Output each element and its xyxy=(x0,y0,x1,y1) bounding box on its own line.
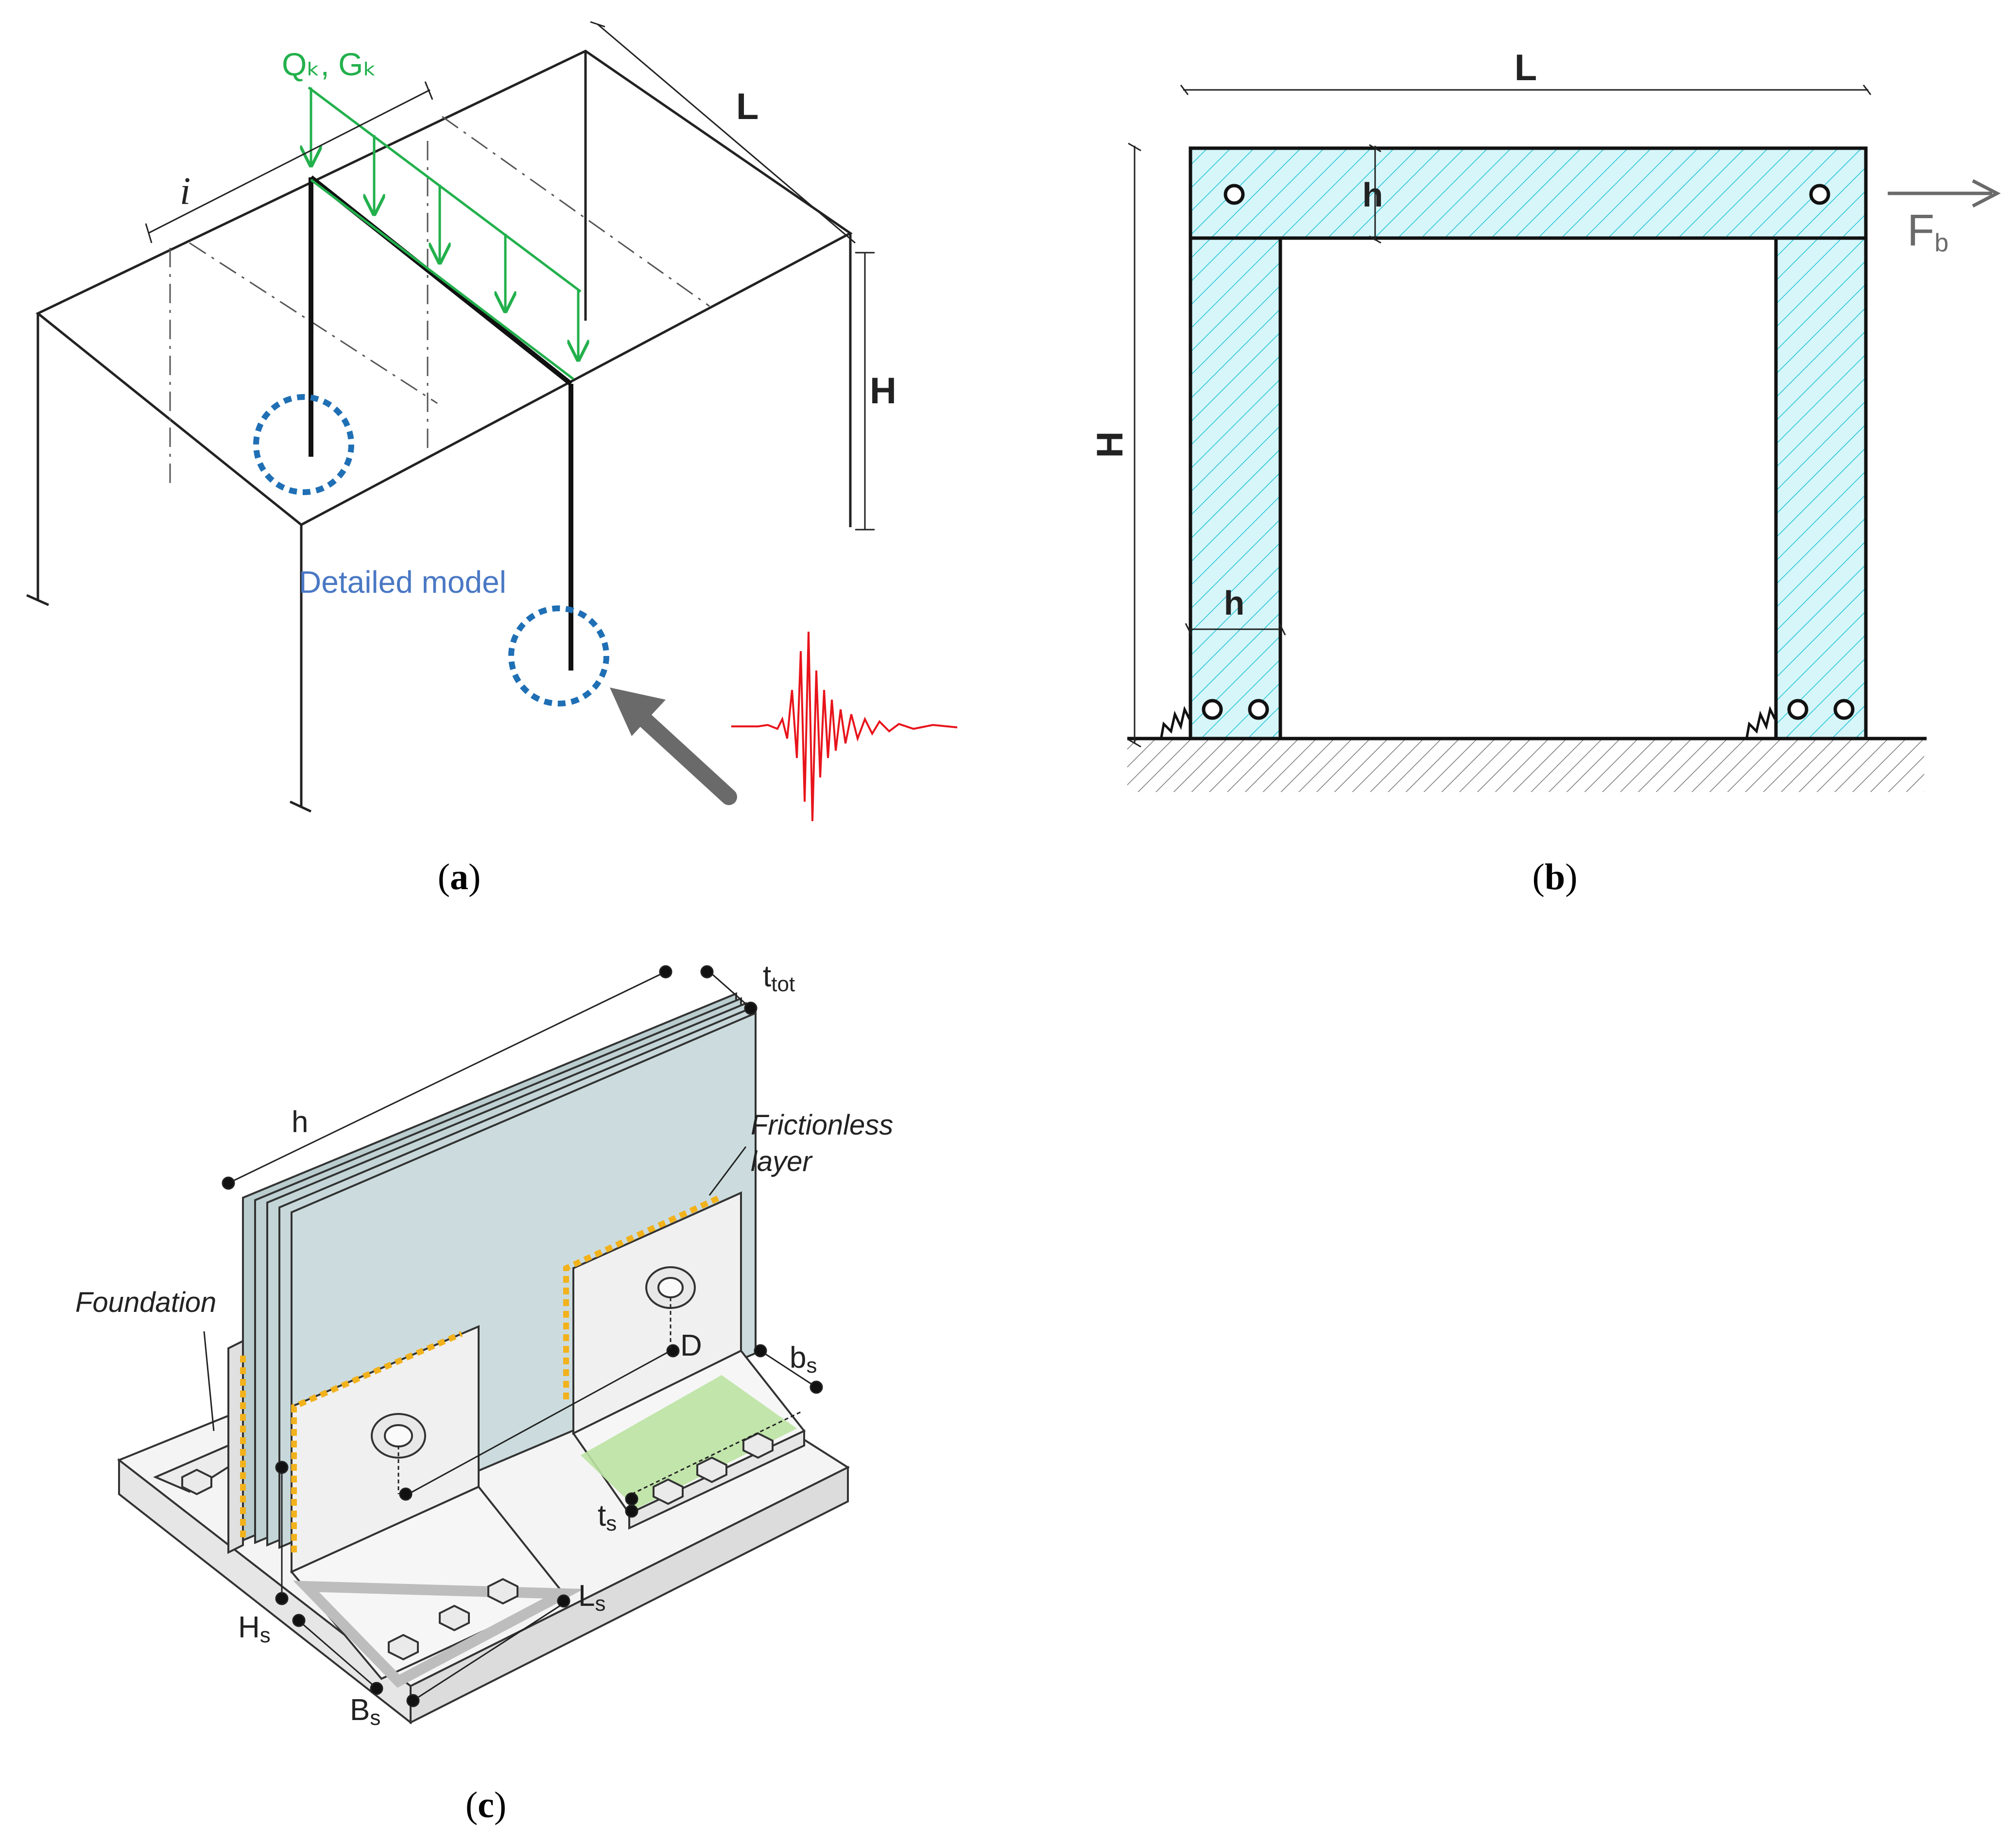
dim-H-label: H xyxy=(870,370,896,412)
dim-H-label: H xyxy=(1089,431,1131,458)
dim-i-label: i xyxy=(180,170,190,213)
angle-bracket-right xyxy=(572,1191,806,1530)
washer-right xyxy=(645,1266,696,1309)
dim-H xyxy=(1128,142,1141,748)
uniform-load-arrows xyxy=(309,86,581,380)
dim-L-label: L xyxy=(736,86,758,127)
bolt-hole xyxy=(1787,699,1809,720)
fixed-ground-hatch xyxy=(1127,739,1924,792)
foundation-block xyxy=(153,1339,244,1554)
bolt-hole xyxy=(1248,699,1269,720)
dotted-circle-callout-1 xyxy=(253,394,354,495)
frame-beam xyxy=(1189,146,1868,240)
dim-i xyxy=(145,81,433,243)
dim-h-beam-label: h xyxy=(1362,176,1383,214)
panel-b: L H h h Fb (b) xyxy=(1089,47,2001,897)
spring-support xyxy=(1745,706,1776,738)
label-L-s: Ls xyxy=(578,1579,605,1616)
label-frictionless: Frictionless xyxy=(751,1109,893,1141)
frame-column-right xyxy=(1774,236,1868,740)
ground-motion-arrow xyxy=(610,688,737,805)
frictionless-layer xyxy=(240,1195,721,1552)
caption-b: (b) xyxy=(1533,857,1578,897)
caption-c: (c) xyxy=(465,1785,506,1825)
label-layer: layer xyxy=(751,1146,813,1177)
label-D: D xyxy=(680,1329,702,1362)
bolt-icon xyxy=(181,1468,518,1661)
bolt-hole xyxy=(1223,184,1245,205)
label-t-s: ts xyxy=(598,1499,617,1535)
seismic-accelerogram xyxy=(731,631,958,822)
label-H-s: Hs xyxy=(238,1611,271,1647)
label-h: h xyxy=(292,1105,308,1139)
bolt-hole xyxy=(1202,699,1223,720)
washer-left xyxy=(371,1413,426,1459)
dotted-circle-callout-2 xyxy=(508,605,609,706)
force-label: Fb xyxy=(1907,206,1948,257)
dimension-lines xyxy=(203,965,823,1707)
caption-a: (a) xyxy=(438,857,481,897)
panel-c: h ttot Frictionless layer Foundation D b… xyxy=(75,960,893,1825)
detail-label: Detailed model xyxy=(299,565,506,600)
bolt-hole xyxy=(1809,184,1830,205)
frame-column-left xyxy=(1189,236,1282,740)
frame-axis-lines xyxy=(169,116,710,486)
dim-L xyxy=(1180,85,1872,95)
spring-support xyxy=(1160,706,1191,738)
dim-h-column-label: h xyxy=(1224,584,1245,622)
dim-h-column xyxy=(1185,623,1286,636)
label-foundation: Foundation xyxy=(75,1287,216,1318)
force-arrow xyxy=(1888,179,2001,208)
dim-L-label: L xyxy=(1515,47,1537,88)
dim-L xyxy=(590,21,856,244)
bolt-hole xyxy=(1833,699,1855,720)
dim-H xyxy=(855,252,875,531)
dim-h-beam xyxy=(1369,144,1381,244)
building-wireframe xyxy=(26,50,853,813)
panel-a: Qₖ, Gₖ i L H Detailed model xyxy=(26,21,958,897)
label-t-tot: ttot xyxy=(763,960,795,996)
load-label: Qₖ, Gₖ xyxy=(282,46,377,82)
bolt-icon xyxy=(653,1432,774,1505)
label-B-s: Bs xyxy=(350,1693,380,1730)
label-b-s: bs xyxy=(790,1341,817,1377)
